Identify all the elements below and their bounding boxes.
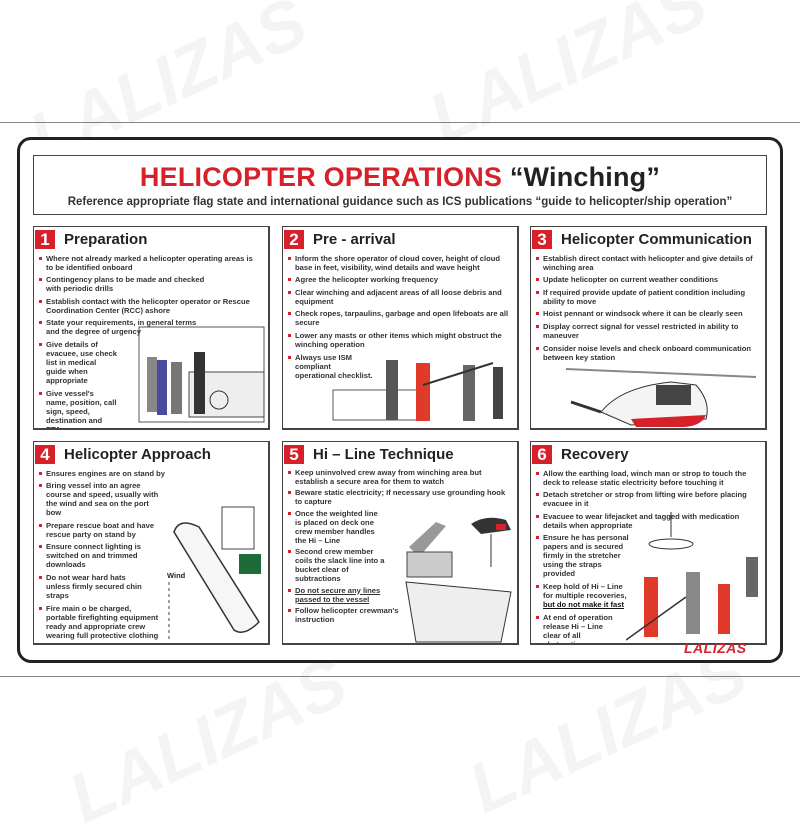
step-number: 2 <box>284 229 304 249</box>
list-item: State your requirements, in general term… <box>39 318 204 336</box>
list-item: Bring vessel into an agree course and sp… <box>39 481 162 517</box>
list-item: Check ropes, tarpaulins, garbage and ope… <box>288 309 511 327</box>
panel-title: Helicopter Communication <box>561 230 752 248</box>
step-number: 1 <box>35 229 55 249</box>
list-item: Fire main o be charged, portable firefig… <box>39 604 162 640</box>
watermark: LALIZAS <box>57 641 359 838</box>
list-item: Once the weighted line is placed on deck… <box>288 509 386 545</box>
list-item: Give vessel's name, position, call sign,… <box>39 389 117 428</box>
list-item: Lower any masts or other items which mig… <box>288 331 511 349</box>
step-number: 5 <box>284 444 304 464</box>
wind-label: Wind <box>167 571 186 580</box>
helicopter-illustration <box>565 368 757 427</box>
panel-hi-line-technique: 5 Hi – Line Technique Keep uninvolved cre… <box>282 441 519 645</box>
warning-text: but do not make it fast <box>543 599 625 609</box>
list-item: Give details of evacuee, use check list … <box>39 340 117 385</box>
list-item: Keep hold of Hi – Line for multiple reco… <box>536 582 630 609</box>
panel-title: Preparation <box>64 230 148 248</box>
poster-header: HELICOPTER OPERATIONS “Winching” Referen… <box>33 155 767 215</box>
panel-pre-arrival: 2 Pre - arrival Inform the shore operator… <box>282 226 519 430</box>
list-item: Allow the earthing load, winch man or st… <box>536 469 759 487</box>
list-item: Do not wear hard hats unless firmly secu… <box>39 573 151 600</box>
panel-title: Hi – Line Technique <box>313 445 454 463</box>
list-item-text: Keep hold of Hi – Line for multiple reco… <box>543 581 627 600</box>
poster-title: HELICOPTER OPERATIONS “Winching” <box>34 162 766 193</box>
list-item: Evacuee to wear lifejacket and tagged wi… <box>536 512 759 530</box>
list-item: Prepare rescue boat and have rescue part… <box>39 521 155 539</box>
list-item-warning: Do not secure any lines passed to the ve… <box>288 586 400 604</box>
step-number: 4 <box>35 444 55 464</box>
warning-text: Do not secure any lines passed to the ve… <box>295 585 381 604</box>
panel-title: Helicopter Approach <box>64 445 211 463</box>
title-main: HELICOPTER OPERATIONS <box>139 162 503 192</box>
list-item: Second crew member coils the slack line … <box>288 547 386 583</box>
list-item: Where not already marked a helicopter op… <box>39 254 262 272</box>
panel-preparation: 1 Preparation Where not already marked a … <box>33 226 270 430</box>
list-item: If required provide update of patient co… <box>536 288 759 306</box>
list-item: Consider noise levels and check onboard … <box>536 344 759 362</box>
poster-subtitle: Reference appropriate flag state and int… <box>67 196 733 208</box>
panel-recovery: 6 Recovery Allow the earthing load, winch… <box>530 441 767 645</box>
list-item: Ensures engines are on stand by <box>39 469 262 478</box>
list-item: Establish contact with the helicopter op… <box>39 297 262 315</box>
bridge-crew-illustration <box>138 326 265 423</box>
list-item: Follow helicopter crewman's instruction <box>288 606 400 624</box>
list-item: Inform the shore operator of cloud cover… <box>288 254 511 272</box>
crew-securing-illustration <box>332 360 503 421</box>
list-item: Always use ISM compliant operational che… <box>288 353 373 380</box>
list-item: Clear winching and adjacent areas of all… <box>288 288 511 306</box>
hi-line-ship-illustration <box>405 517 512 643</box>
list-item: Keep uninvolved crew away from winching … <box>288 468 511 486</box>
step-number: 6 <box>532 444 552 464</box>
list-item: Beware static electricity; If necessary … <box>288 488 511 506</box>
list-item: Ensure he has personal papers and is sec… <box>536 533 630 578</box>
divider-bottom <box>0 676 800 677</box>
panel-helicopter-communication: 3 Helicopter Communication Establish dire… <box>530 226 767 430</box>
step-number: 3 <box>532 229 552 249</box>
list-item: Display correct signal for vessel restri… <box>536 322 759 340</box>
list-item: Agree the helicopter working frequency <box>288 275 511 284</box>
panel-title: Pre - arrival <box>313 230 396 248</box>
recovery-illustration <box>626 512 758 641</box>
panel-title: Recovery <box>561 445 629 463</box>
vessel-approach-diagram <box>168 506 261 642</box>
panel-helicopter-approach: 4 Helicopter Approach Ensures engines are… <box>33 441 270 645</box>
list-item: Contingency plans to be made and checked… <box>39 275 206 293</box>
list-item: Hoist pennant or windsock where it can b… <box>536 309 759 318</box>
list-item: Update helicopter on current weather con… <box>536 275 759 284</box>
list-item: Establish direct contact with helicopter… <box>536 254 759 272</box>
title-winching: “Winching” <box>509 162 661 192</box>
lalizas-logo: LALIZAS <box>684 640 747 656</box>
list-item: Ensure connect lighting is switched on a… <box>39 542 142 569</box>
divider-top <box>0 122 800 123</box>
watermark: LALIZAS <box>417 0 719 159</box>
list-item: Detach stretcher or strop from lifting w… <box>536 490 759 508</box>
list-item: At end of operation release Hi – Line cl… <box>536 613 621 643</box>
